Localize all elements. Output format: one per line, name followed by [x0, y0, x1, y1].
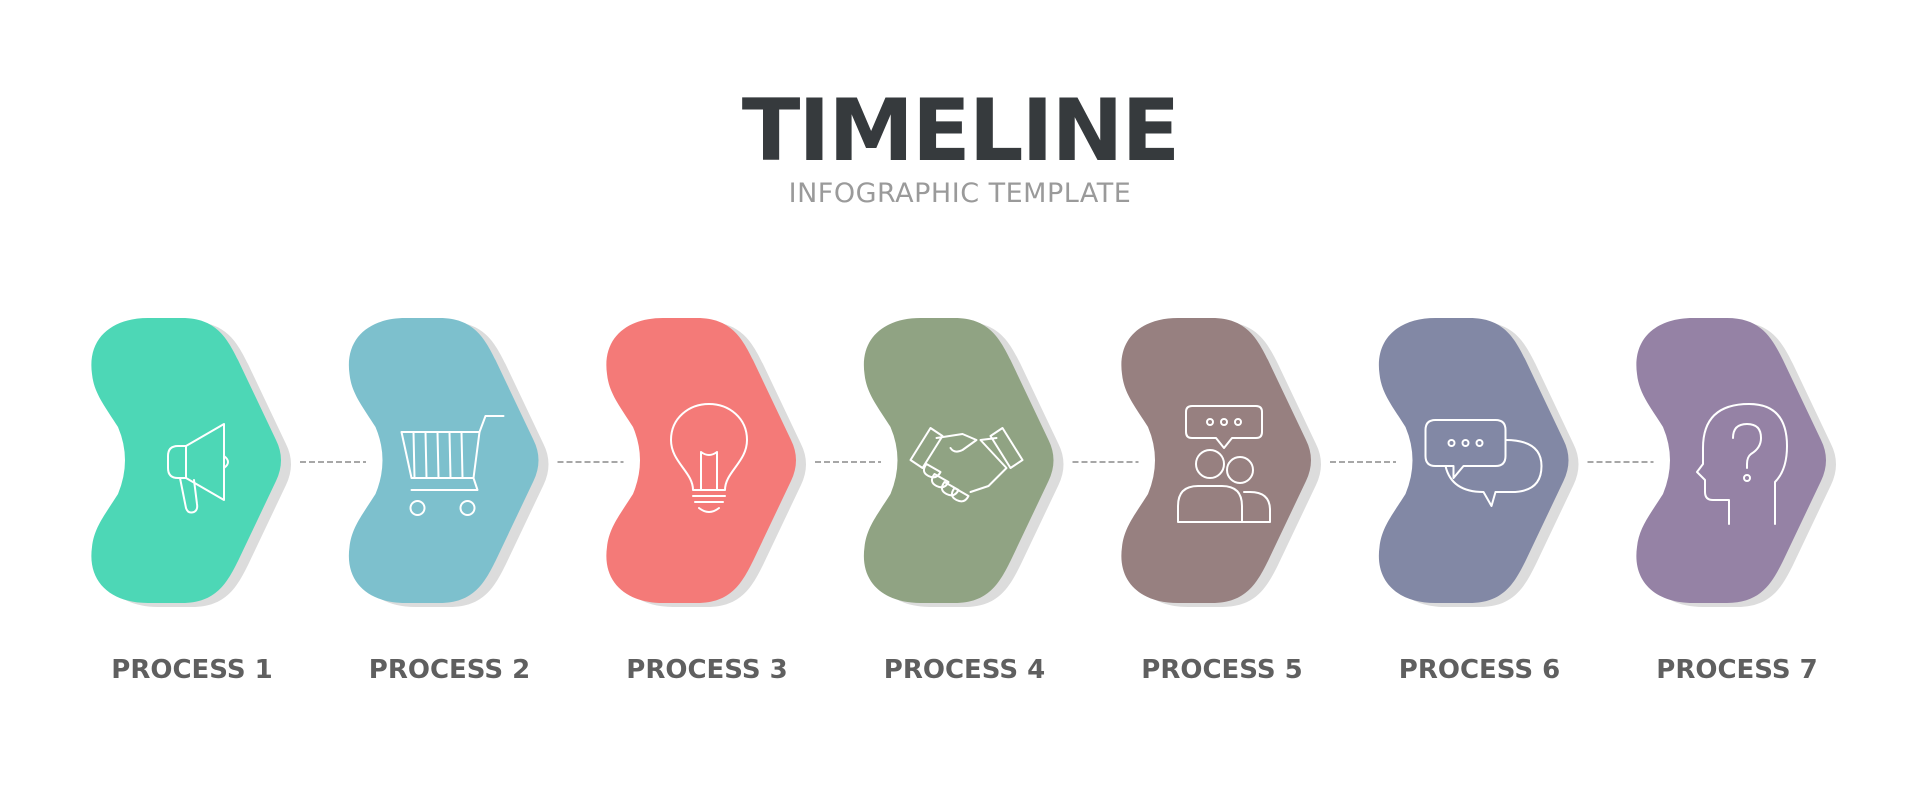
process-label: PROCESS 6 — [1398, 655, 1561, 685]
process-label: PROCESS 2 — [368, 655, 531, 685]
lightbulb-icon — [670, 403, 748, 513]
head-question-icon — [1696, 403, 1788, 525]
process-chevron — [863, 318, 1054, 603]
process-chevron — [348, 318, 539, 603]
team-chat-icon — [1177, 405, 1271, 523]
page-subtitle: INFOGRAPHIC TEMPLATE — [788, 178, 1132, 209]
process-label: PROCESS 5 — [1141, 655, 1303, 685]
process-label: PROCESS 7 — [1656, 655, 1818, 685]
process-label: PROCESS 3 — [626, 655, 788, 685]
process-chevron — [1121, 318, 1311, 603]
process-label: PROCESS 4 — [883, 655, 1046, 685]
process-label: PROCESS 1 — [111, 655, 273, 685]
shopping-cart-icon — [400, 415, 505, 516]
conversation-icon — [1424, 419, 1543, 507]
handshake-icon — [909, 427, 1024, 503]
process-chevron — [1636, 318, 1826, 603]
page-title: TIMELINE — [741, 81, 1181, 181]
megaphone-icon — [167, 423, 229, 514]
process-chevron — [1378, 318, 1569, 603]
